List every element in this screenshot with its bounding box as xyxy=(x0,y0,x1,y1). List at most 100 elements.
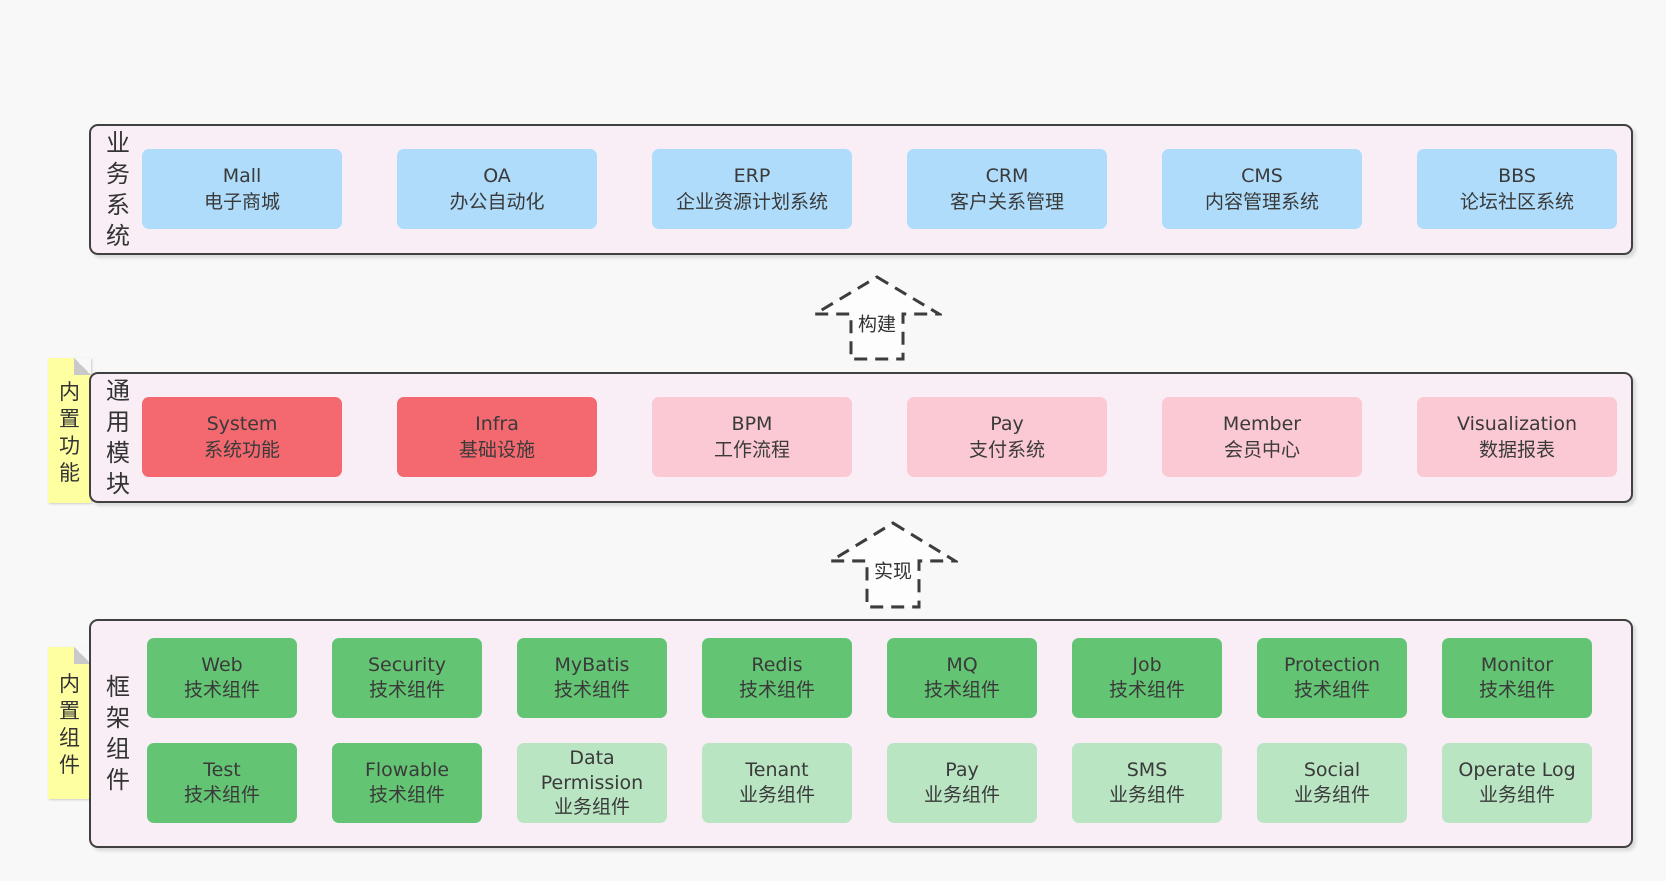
module-name: Test xyxy=(203,759,241,782)
module-name: CMS xyxy=(1241,164,1283,187)
module-desc: 数据报表 xyxy=(1478,439,1555,461)
module-desc: 办公自动化 xyxy=(449,191,545,213)
module-name: SMS xyxy=(1126,759,1168,782)
module-name: BBS xyxy=(1498,164,1536,187)
module-desc: 支付系统 xyxy=(968,439,1045,461)
module-name: Redis xyxy=(751,654,803,677)
module-desc: 论坛社区系统 xyxy=(1459,191,1574,213)
module-desc: 技术组件 xyxy=(553,679,630,701)
module-box-bbs: BBS 论坛社区系统 xyxy=(1417,149,1617,229)
module-desc: 基础设施 xyxy=(458,439,535,461)
folded-corner-icon xyxy=(74,358,91,375)
module-name: Operate Log xyxy=(1458,759,1576,782)
arrow-implement-label: 实现 xyxy=(870,555,916,585)
module-desc: 技术组件 xyxy=(1478,679,1555,701)
module-name: Job xyxy=(1132,654,1162,677)
module-name: Pay xyxy=(990,412,1024,435)
sticky-label: 内置组件 xyxy=(59,672,80,777)
module-name: Visualization xyxy=(1456,412,1577,435)
layer-title-common-modules: 通用模块 xyxy=(106,377,130,498)
arrow-implement: 实现 xyxy=(828,520,958,610)
module-desc: 技术组件 xyxy=(738,679,815,701)
module-box-mall: Mall 电子商城 xyxy=(142,149,342,229)
module-name: Monitor xyxy=(1480,654,1554,677)
module-desc: 业务组件 xyxy=(1293,784,1370,806)
module-name: Web xyxy=(201,654,243,677)
layer-title-business-systems: 业务系统 xyxy=(106,129,130,250)
module-desc: 企业资源计划系统 xyxy=(675,191,828,213)
module-box-visualization: Visualization 数据报表 xyxy=(1417,397,1617,477)
module-name: Infra xyxy=(475,412,519,435)
module-box-infra: Infra 基础设施 xyxy=(397,397,597,477)
module-name: Data Permission xyxy=(540,746,644,794)
module-desc: 业务组件 xyxy=(1108,784,1185,806)
module-name: MQ xyxy=(946,654,978,677)
sticky-note-builtin-components: 内置组件 xyxy=(48,647,91,799)
module-desc: 会员中心 xyxy=(1223,439,1300,461)
arrow-build-label: 构建 xyxy=(854,308,900,338)
module-name: Tenant xyxy=(745,759,809,782)
module-name: System xyxy=(206,412,278,435)
folded-corner-icon xyxy=(74,647,91,664)
arrow-build: 构建 xyxy=(812,274,942,362)
module-name: ERP xyxy=(733,164,771,187)
module-desc: 业务组件 xyxy=(923,784,1000,806)
module-desc: 技术组件 xyxy=(368,784,445,806)
module-desc: 业务组件 xyxy=(1478,784,1555,806)
module-name: Social xyxy=(1303,759,1361,782)
layer-title-framework-components: 框架组件 xyxy=(106,673,130,794)
module-name: Protection xyxy=(1283,654,1381,677)
module-name: Flowable xyxy=(364,759,450,782)
module-desc: 业务组件 xyxy=(553,796,630,819)
module-desc: 技术组件 xyxy=(183,679,260,701)
module-box-member: Member 会员中心 xyxy=(1162,397,1362,477)
module-desc: 客户关系管理 xyxy=(949,191,1064,213)
module-desc: 技术组件 xyxy=(183,784,260,806)
module-name: Security xyxy=(367,654,447,677)
module-name: Pay xyxy=(945,759,979,782)
module-name: Mall xyxy=(222,164,262,187)
module-desc: 电子商城 xyxy=(203,191,280,213)
module-desc: 工作流程 xyxy=(713,439,790,461)
module-name: Member xyxy=(1222,412,1302,435)
module-desc: 技术组件 xyxy=(923,679,1000,701)
sticky-label: 内置功能 xyxy=(59,379,80,485)
module-desc: 技术组件 xyxy=(1293,679,1370,701)
module-desc: 技术组件 xyxy=(1108,679,1185,701)
module-desc: 业务组件 xyxy=(738,784,815,806)
module-name: CRM xyxy=(985,164,1029,187)
module-desc: 技术组件 xyxy=(368,679,445,701)
module-box-erp: ERP 企业资源计划系统 xyxy=(652,149,852,229)
module-box-crm: CRM 客户关系管理 xyxy=(907,149,1107,229)
